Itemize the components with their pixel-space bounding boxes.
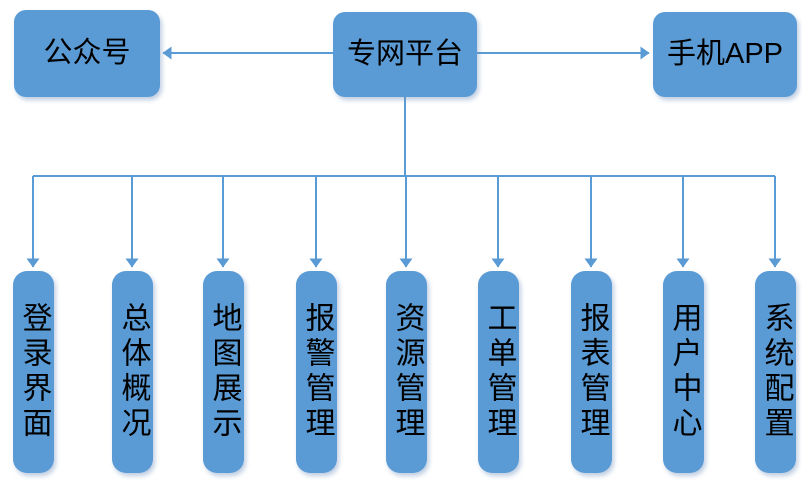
node-map-display-label: 地图展示 (207, 302, 241, 442)
node-overall-overview: 总体概况 (112, 271, 153, 473)
node-system-config: 系统配置 (755, 271, 796, 473)
node-workorder-management-label: 工单管理 (482, 302, 516, 442)
node-report-management-label: 报表管理 (575, 302, 609, 442)
node-alarm-management: 报警管理 (296, 271, 337, 473)
node-public-account-label: 公众号 (43, 37, 131, 69)
node-user-center: 用户中心 (663, 271, 704, 473)
node-private-network-platform-label: 专网平台 (346, 38, 463, 70)
node-alarm-management-label: 报警管理 (300, 302, 334, 442)
node-private-network-platform: 专网平台 (333, 12, 477, 97)
node-mobile-app-label: 手机APP (666, 38, 784, 70)
node-overall-overview-label: 总体概况 (116, 302, 150, 442)
node-workorder-management: 工单管理 (478, 271, 519, 473)
node-login-interface-label: 登录界面 (17, 302, 51, 442)
node-resource-management: 资源管理 (386, 271, 427, 473)
node-user-center-label: 用户中心 (667, 302, 701, 442)
node-system-config-label: 系统配置 (759, 302, 793, 442)
node-mobile-app: 手机APP (653, 12, 797, 97)
node-report-management: 报表管理 (571, 271, 612, 473)
node-resource-management-label: 资源管理 (390, 302, 424, 442)
node-map-display: 地图展示 (203, 271, 244, 473)
node-public-account: 公众号 (14, 10, 160, 97)
node-login-interface: 登录界面 (13, 271, 54, 473)
